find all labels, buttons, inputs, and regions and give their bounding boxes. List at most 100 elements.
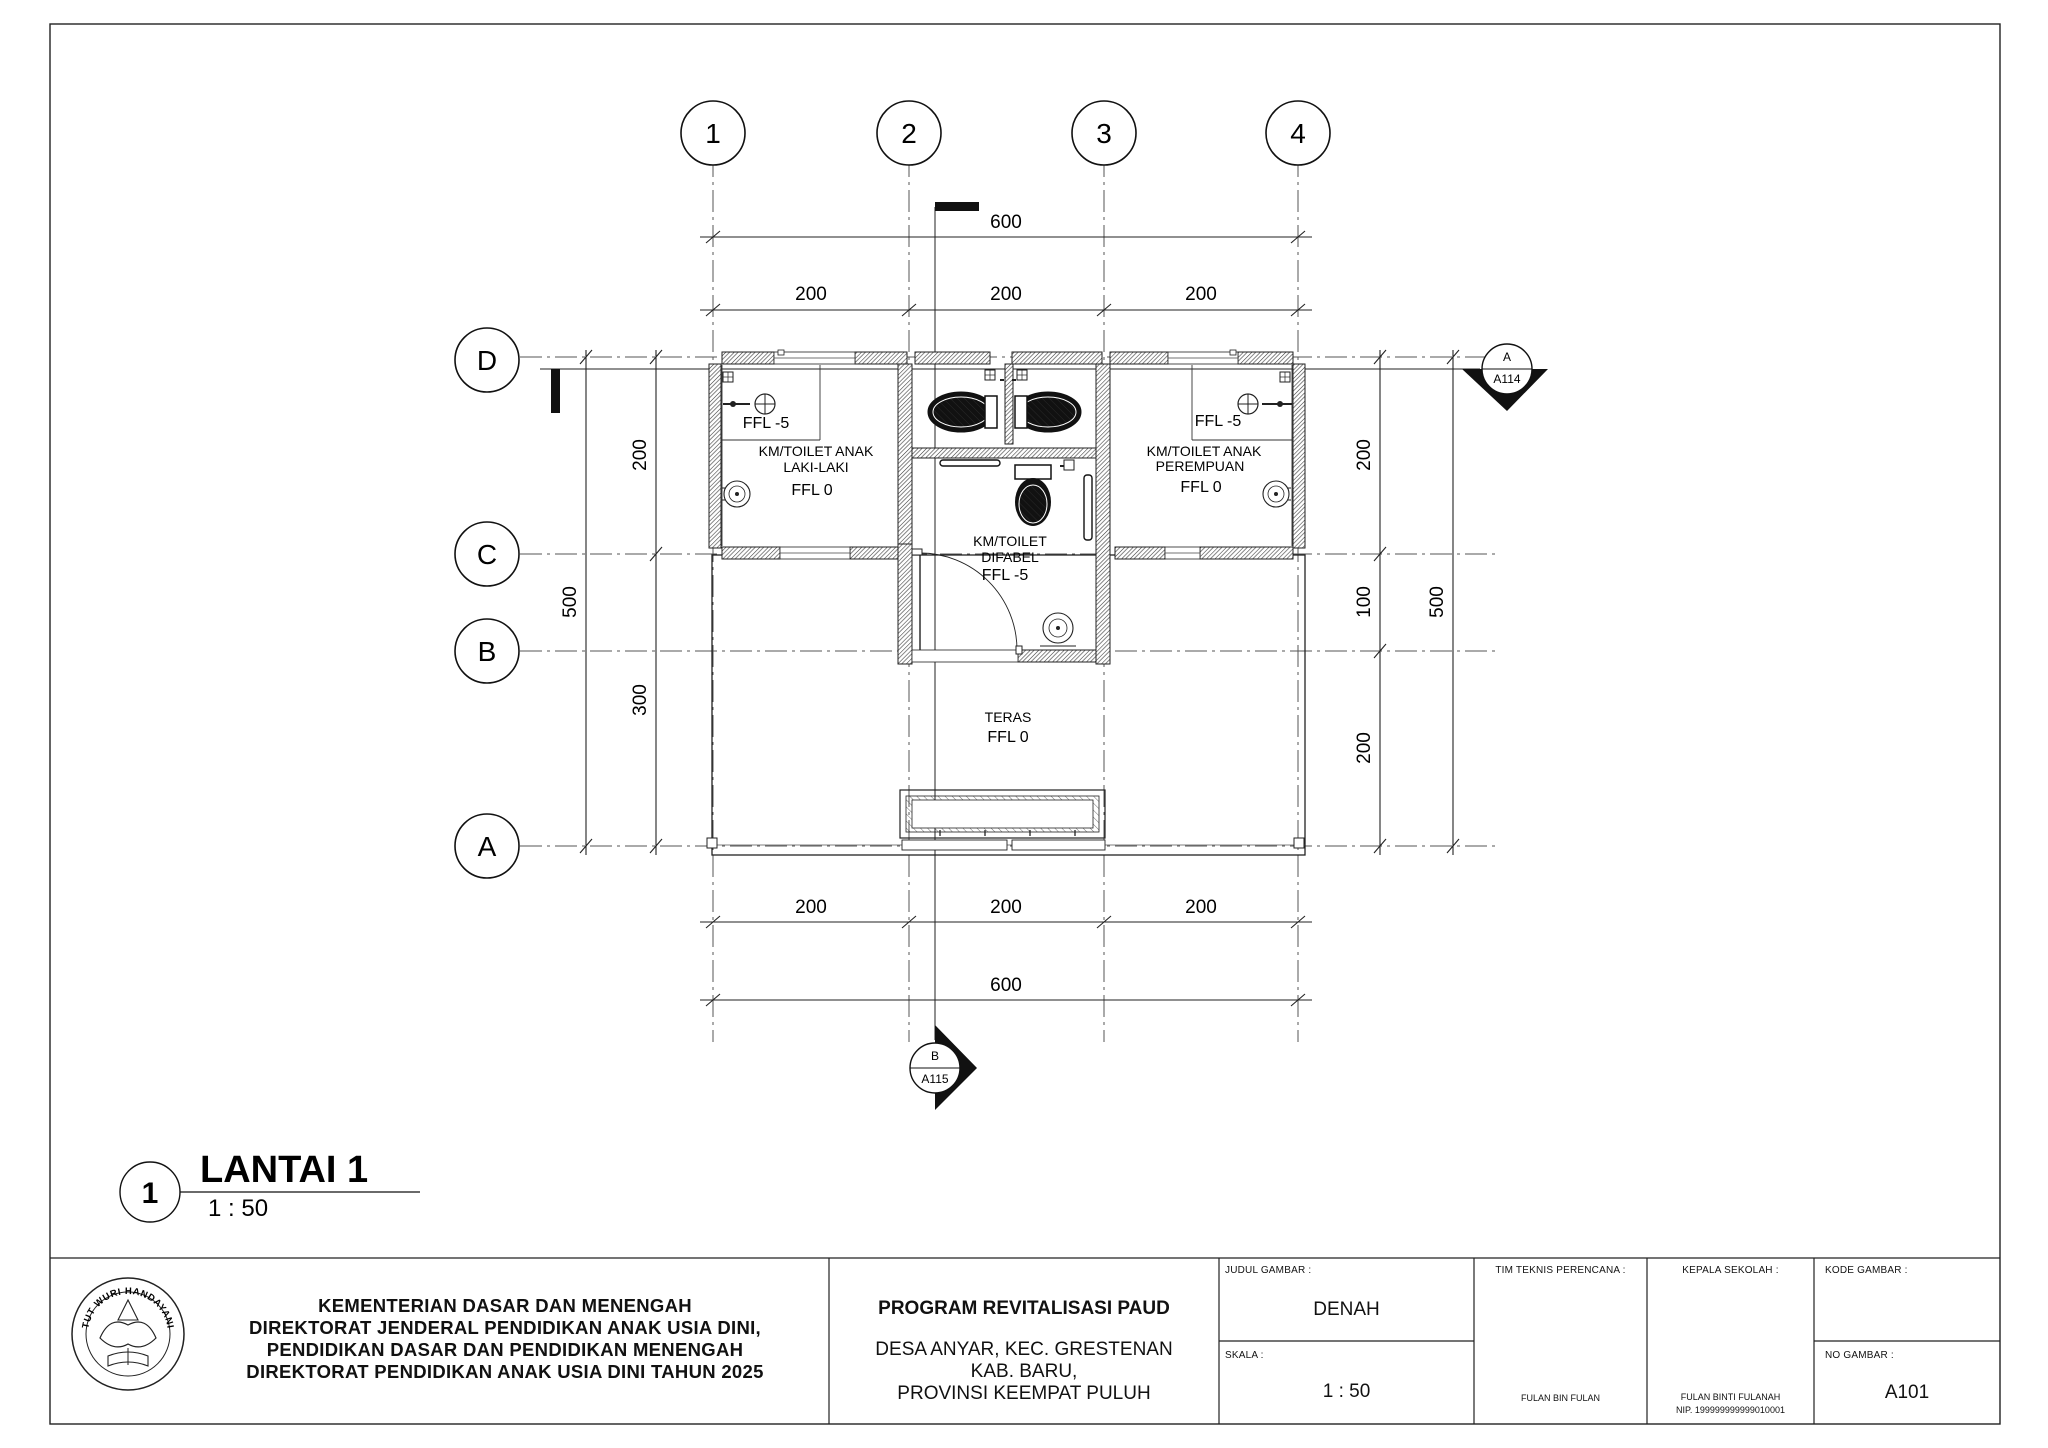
grid-bubble-C: C [454, 521, 520, 587]
org-line: DIREKTORAT JENDERAL PENDIDIKAN ANAK USIA… [249, 1317, 761, 1338]
dimension-label: 200 [795, 897, 827, 918]
project-location: DESA ANYAR, KEC. GRESTENAN KAB. BARU, PR… [829, 1339, 1219, 1405]
sink-icon [1040, 612, 1076, 647]
title-block [50, 1257, 2000, 1424]
drawing-code-label: KODE GAMBAR : [1825, 1265, 1908, 1276]
org-line: PENDIDIKAN DASAR DAN PENDIDIKAN MENENGAH [266, 1339, 744, 1360]
svg-text:FFL -5: FFL -5 [743, 415, 790, 432]
drawing-title-label: JUDUL GAMBAR : [1225, 1265, 1312, 1276]
svg-text:A: A [1503, 350, 1511, 364]
dimension-left-segments [649, 349, 663, 855]
grab-bar-icon [939, 459, 1093, 541]
sheet-border [49, 23, 2001, 1425]
dimension-left-overall [579, 349, 593, 855]
dimension-label: 200 [795, 284, 827, 305]
dimension-bottom-overall [700, 993, 1312, 1007]
svg-text:A114: A114 [1493, 372, 1520, 386]
svg-text:D: D [477, 345, 497, 376]
room-terrace: TERAS FFL 0 [985, 709, 1032, 746]
svg-text:DIFABEL: DIFABEL [981, 549, 1039, 565]
tut-wuri-handayani-logo: TUT WURI HANDAYANI [71, 1277, 185, 1391]
organization-name: KEMENTERIAN DASAR DAN MENENGAH DIREKTORA… [190, 1295, 820, 1383]
svg-text:3: 3 [1096, 118, 1112, 149]
shower-icon [723, 393, 776, 415]
svg-text:KM/TOILET ANAK: KM/TOILET ANAK [1147, 443, 1262, 459]
svg-text:LANTAI 1: LANTAI 1 [200, 1149, 368, 1191]
grid-lines [520, 155, 1495, 1042]
dimension-label: 600 [990, 212, 1022, 233]
sheet-number-label: NO GAMBAR : [1825, 1350, 1894, 1361]
dimension-label: 200 [1185, 897, 1217, 918]
sheet-number: A101 [1884, 1382, 1930, 1403]
team-label: TIM TEKNIS PERENCANA : [1495, 1265, 1626, 1276]
principal-signature: FULAN BINTI FULANAH NIP. 199999999999010… [1647, 1391, 1814, 1417]
dimension-label: 200 [630, 439, 651, 471]
dimension-bottom-segments [700, 915, 1312, 929]
svg-text:A: A [478, 831, 497, 862]
svg-text:PEREMPUAN: PEREMPUAN [1156, 458, 1245, 474]
location-line: DESA ANYAR, KEC. GRESTENAN [875, 1339, 1173, 1360]
svg-text:KM/TOILET: KM/TOILET [973, 533, 1047, 549]
dimension-top-segments [700, 303, 1312, 317]
room-difabel-toilet: KM/TOILET DIFABEL FFL -5 [973, 533, 1047, 584]
dimension-label: 500 [1427, 586, 1448, 618]
program-name: PROGRAM REVITALISASI PAUD [878, 1298, 1170, 1319]
dimension-right-segments [1373, 349, 1387, 855]
svg-text:FFL 0: FFL 0 [791, 482, 832, 499]
grid-bubble-1: 1 [680, 100, 746, 166]
svg-text:TERAS: TERAS [985, 709, 1032, 725]
svg-text:KM/TOILET ANAK: KM/TOILET ANAK [759, 443, 874, 459]
svg-text:B: B [478, 636, 497, 667]
org-line: DIREKTORAT PENDIDIKAN ANAK USIA DINI TAH… [246, 1361, 764, 1382]
dimension-label: 200 [1354, 732, 1375, 764]
principal-name: FULAN BINTI FULANAH [1680, 1392, 1781, 1402]
svg-text:FFL -5: FFL -5 [1195, 413, 1242, 430]
view-title: 1 LANTAI 1 1 : 50 [119, 1149, 420, 1223]
section-marker-a: A A114 [1462, 343, 1548, 411]
sink-icon [722, 480, 751, 508]
dimension-label: 300 [630, 684, 651, 716]
team-name: FULAN BIN FULAN [1520, 1393, 1600, 1403]
squat-toilet-icon [927, 369, 1004, 433]
floor-plan [706, 349, 1306, 856]
shower-icon [1237, 393, 1292, 415]
dimension-top-overall [700, 230, 1312, 244]
room-girls-toilet: FFL -5 KM/TOILET ANAK PEREMPUAN FFL 0 [1147, 413, 1262, 496]
grid-bubble-4: 4 [1265, 100, 1331, 166]
scale-label: SKALA : [1225, 1350, 1264, 1361]
section-cut-mark [935, 202, 979, 211]
dimension-label: 200 [990, 284, 1022, 305]
principal-nip: NIP. 199999999999010001 [1676, 1405, 1785, 1415]
grid-bubble-B: B [454, 618, 520, 684]
svg-text:A115: A115 [921, 1072, 948, 1086]
principal-label: KEPALA SEKOLAH : [1682, 1265, 1779, 1276]
grid-bubble-3: 3 [1071, 100, 1137, 166]
sink-icon [1262, 480, 1291, 508]
dimension-label: 500 [560, 586, 581, 618]
svg-text:FFL -5: FFL -5 [982, 567, 1029, 584]
room-boys-toilet: FFL -5 KM/TOILET ANAK LAKI-LAKI FFL 0 [743, 415, 874, 499]
svg-text:2: 2 [901, 118, 917, 149]
svg-text:LAKI-LAKI: LAKI-LAKI [783, 459, 848, 475]
svg-text:FFL 0: FFL 0 [987, 729, 1028, 746]
drawing-scale: 1 : 50 [1322, 1381, 1371, 1402]
svg-text:C: C [477, 539, 497, 570]
floor-drain-icon [722, 371, 734, 383]
dimension-label: 100 [1354, 586, 1375, 618]
org-line: KEMENTERIAN DASAR DAN MENENGAH [318, 1295, 692, 1316]
sitting-toilet-icon [1014, 459, 1075, 526]
dimension-label: 600 [990, 975, 1022, 996]
grid-bubble-D: D [454, 327, 520, 393]
grid-bubble-2: 2 [876, 100, 942, 166]
section-marker-b: B A115 [909, 1025, 977, 1110]
floor-drain-icon [1279, 371, 1291, 383]
svg-text:1: 1 [142, 1177, 159, 1210]
dimension-label: 200 [990, 897, 1022, 918]
drawing-title: DENAH [1313, 1299, 1380, 1320]
dimension-label: 200 [1185, 284, 1217, 305]
location-line: PROVINSI KEEMPAT PULUH [897, 1383, 1151, 1404]
grid-bubble-A: A [454, 813, 520, 879]
section-cut-mark [551, 369, 560, 413]
squat-toilet-icon [1012, 369, 1082, 433]
